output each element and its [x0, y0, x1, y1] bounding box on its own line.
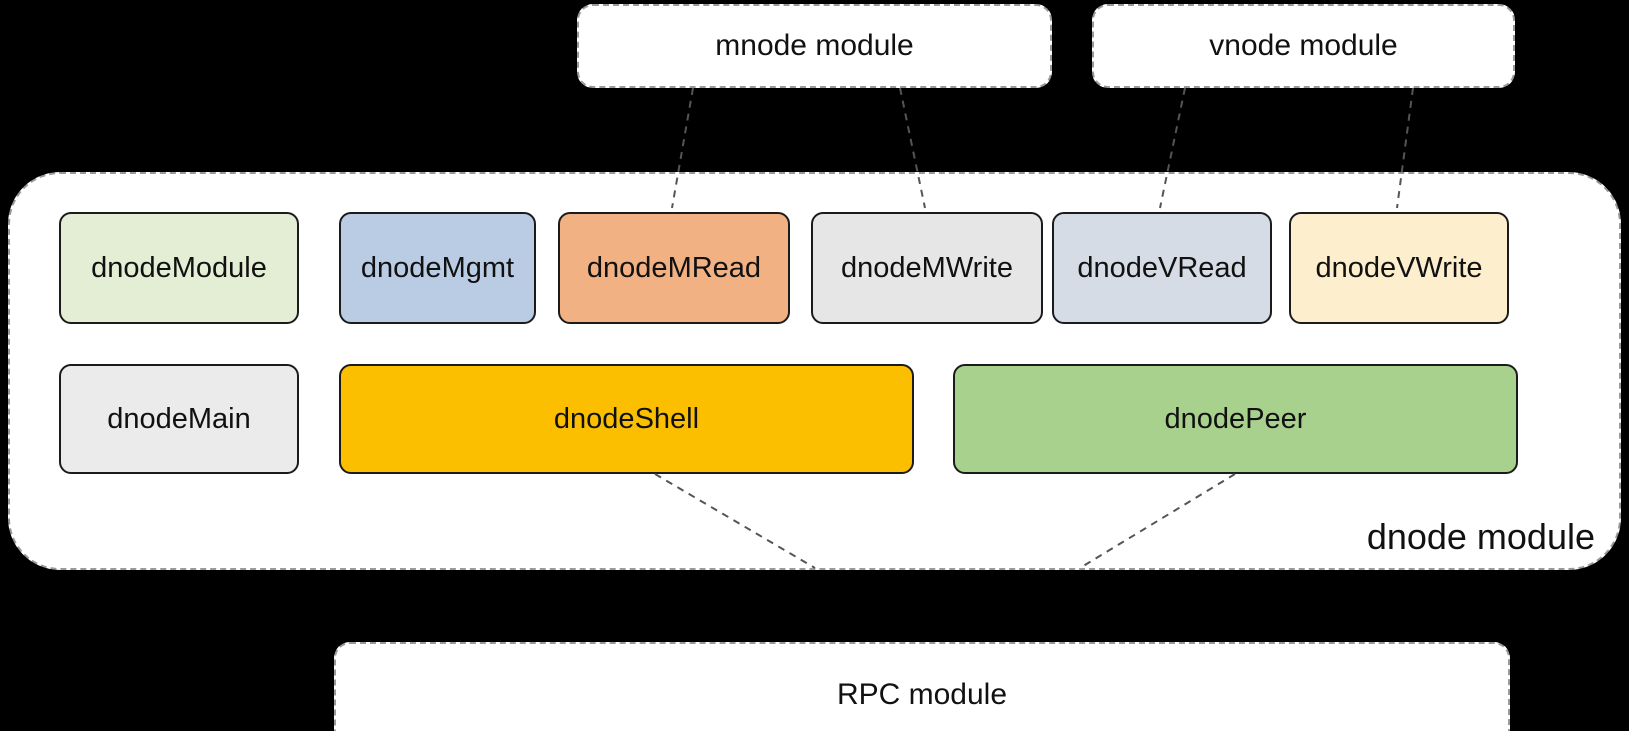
box-dnode-main-label: dnodeMain	[107, 402, 251, 435]
box-dnode-module[interactable]: dnodeModule	[59, 212, 299, 324]
box-dnode-mgmt-label: dnodeMgmt	[360, 251, 515, 284]
box-dnode-mread[interactable]: dnodeMRead	[558, 212, 790, 324]
box-dnode-module-label: dnodeModule	[91, 251, 267, 284]
vnode-module-panel[interactable]: vnode module	[1092, 4, 1515, 88]
box-dnode-shell-label: dnodeShell	[553, 402, 700, 435]
box-dnode-vread[interactable]: dnodeVRead	[1052, 212, 1272, 324]
box-dnode-shell[interactable]: dnodeShell	[339, 364, 914, 474]
box-dnode-mwrite[interactable]: dnodeMWrite	[811, 212, 1043, 324]
dnode-module-container[interactable]: dnodeModule dnodeMgmt dnodeMRead dnodeMW…	[8, 172, 1621, 570]
box-dnode-mwrite-label: dnodeMWrite	[841, 251, 1013, 284]
box-dnode-vwrite-label: dnodeVWrite	[1315, 251, 1483, 284]
box-dnode-mgmt[interactable]: dnodeMgmt	[339, 212, 536, 324]
box-dnode-mread-label: dnodeMRead	[586, 251, 762, 284]
rpc-module-label: RPC module	[836, 678, 1008, 711]
dnode-module-label: dnode module	[1366, 516, 1595, 557]
mnode-module-panel[interactable]: mnode module	[577, 4, 1052, 88]
box-dnode-main[interactable]: dnodeMain	[59, 364, 299, 474]
box-dnode-peer[interactable]: dnodePeer	[953, 364, 1518, 474]
vnode-module-label: vnode module	[1209, 29, 1398, 62]
box-dnode-vread-label: dnodeVRead	[1077, 251, 1247, 284]
box-dnode-vwrite[interactable]: dnodeVWrite	[1289, 212, 1509, 324]
rpc-module-panel[interactable]: RPC module	[334, 642, 1510, 731]
box-dnode-peer-label: dnodePeer	[1164, 402, 1307, 435]
mnode-module-label: mnode module	[715, 29, 914, 62]
